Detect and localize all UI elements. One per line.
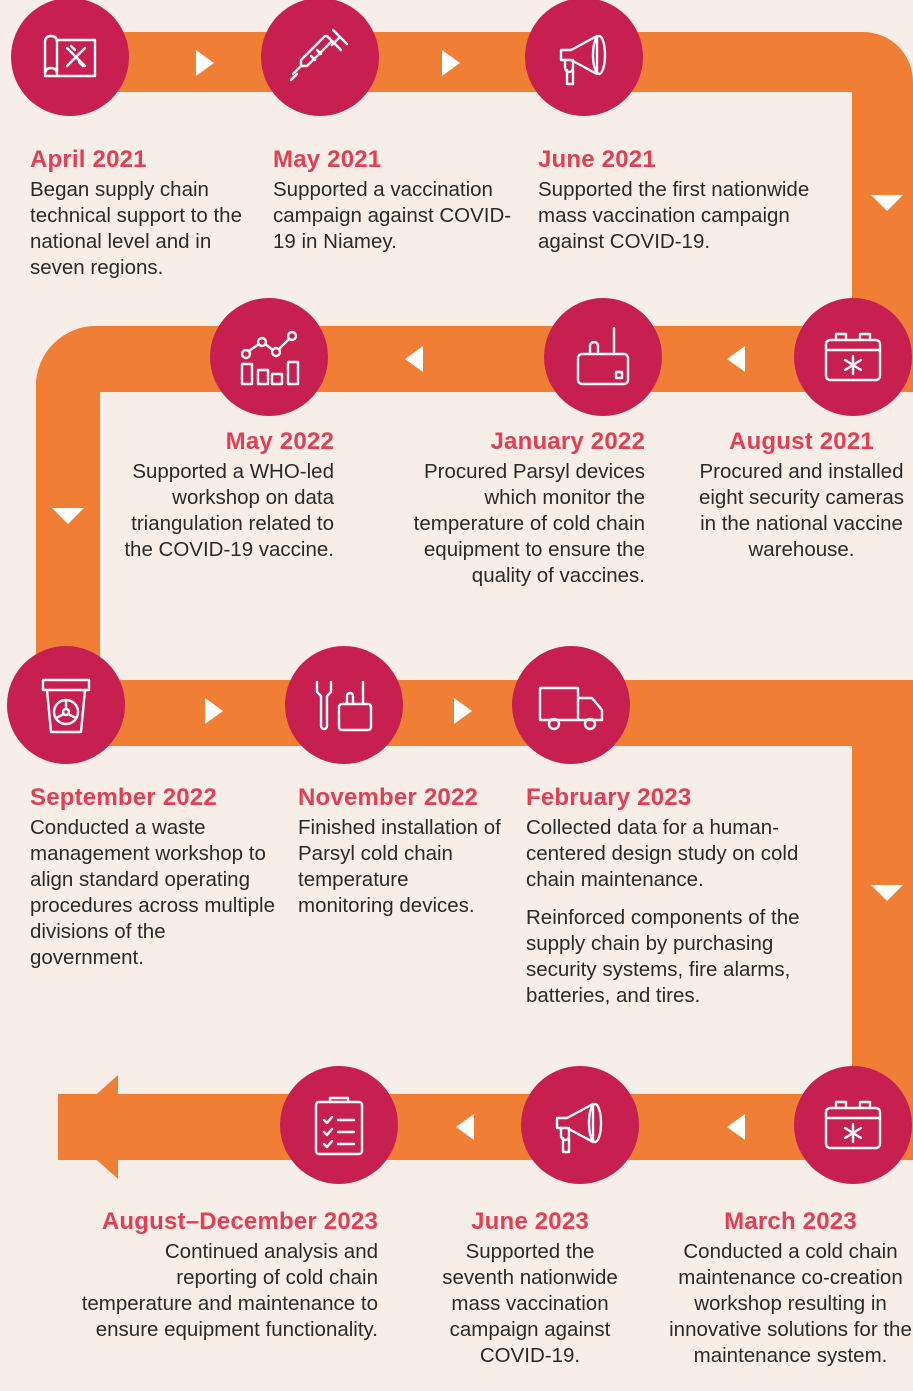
cooler-box-icon [824,332,882,382]
milestone-description: Finished installation of Parsyl cold cha… [298,816,501,917]
milestone-entry: June 2023 Supported the seventh nationwi… [430,1208,630,1369]
timeline-path-row-2 [36,326,913,392]
truck-icon [538,686,604,731]
chart-icon [240,330,300,386]
milestone-description: Conducted a cold chain maintenance co-cr… [669,1240,912,1367]
chevron-left-icon [727,346,745,372]
milestone-date: November 2022 [298,784,479,811]
timeline-path-row-1 [60,32,910,92]
milestone-circle [521,1066,639,1184]
milestone-entry: August 2021 Procured and installed eight… [690,428,913,563]
milestone-description: Procured and installed eight security ca… [698,460,905,561]
milestone-description: Began supply chain technical support to … [30,178,242,279]
milestone-circle [210,298,328,416]
milestone-date: August–December 2023 [101,1208,378,1235]
chevron-left-icon [456,1114,474,1140]
timeline-path-right-2 [852,680,913,1140]
milestone-date: May 2022 [225,428,334,455]
cooler-box-icon [824,1100,882,1150]
milestone-description: Supported a WHO-led workshop on data tri… [124,460,334,561]
milestone-date: June 2023 [471,1208,589,1235]
milestone-date: August 2021 [729,428,874,455]
milestone-entry: January 2022 Procured Parsyl devices whi… [385,428,645,589]
milestone-description: Supported the seventh nationwide mass va… [442,1240,618,1367]
milestone-description: Conducted a waste management workshop to… [30,816,275,969]
milestone-date: March 2023 [724,1208,857,1235]
milestone-circle [512,646,630,764]
milestone-description: Continued analysis and reporting of cold… [81,1240,378,1341]
clipboard-icon [314,1096,364,1156]
milestone-circle [261,0,379,116]
milestone-entry: February 2023 Collected data for a human… [526,784,836,1009]
chevron-right-icon [454,698,472,724]
milestone-date: February 2023 [526,784,692,811]
milestone-entry: June 2021 Supported the first nationwide… [538,146,843,255]
megaphone-icon [555,1102,603,1154]
milestone-description: Supported a vaccination campaign against… [273,178,512,253]
milestone-circle [11,0,129,116]
milestone-date: January 2022 [490,428,645,455]
milestone-description: Supported the first nationwide mass vacc… [538,178,810,253]
milestone-circle [525,0,643,116]
chevron-down-icon [52,508,84,524]
milestone-circle [544,298,662,416]
syringe-icon [289,28,349,82]
chevron-right-icon [442,50,460,76]
chevron-down-icon [871,195,903,211]
milestone-date: May 2021 [273,146,382,173]
chevron-left-icon [727,1114,745,1140]
milestone-circle [794,1066,912,1184]
milestone-circle [7,646,125,764]
milestone-entry: November 2022 Finished installation of P… [298,784,508,919]
milestone-entry: April 2021 Began supply chain technical … [30,146,255,281]
chevron-right-icon [205,698,223,724]
timeline-arrowhead [58,1075,120,1179]
milestone-entry: September 2022 Conducted a waste managem… [30,784,275,971]
wrench-device-icon [315,680,373,732]
milestone-date: September 2022 [30,784,217,811]
chevron-left-icon [405,346,423,372]
milestone-circle [280,1066,398,1184]
milestone-date: April 2021 [30,146,147,173]
megaphone-icon [559,34,607,86]
chevron-right-icon [196,50,214,76]
milestone-entry: March 2023 Conducted a cold chain mainte… [668,1208,913,1369]
timeline-path-row-3 [36,680,913,746]
blueprint-icon [43,34,97,78]
milestone-circle [794,298,912,416]
milestone-date: June 2021 [538,146,656,173]
milestone-entry: May 2021 Supported a vaccination campaig… [273,146,515,255]
biohazard-bin-icon [41,678,91,734]
sensor-device-icon [576,326,630,386]
milestone-description: Procured Parsyl devices which monitor th… [413,460,645,587]
milestone-circle [285,646,403,764]
milestone-description: Collected data for a human-centered desi… [526,816,799,891]
milestone-description-secondary: Reinforced components of the supply chai… [526,906,800,1007]
timeline-path-row-4 [110,1094,913,1160]
chevron-down-icon [871,885,903,901]
milestone-entry: May 2022 Supported a WHO-led workshop on… [120,428,334,563]
milestone-entry: August–December 2023 Continued analysis … [80,1208,378,1343]
